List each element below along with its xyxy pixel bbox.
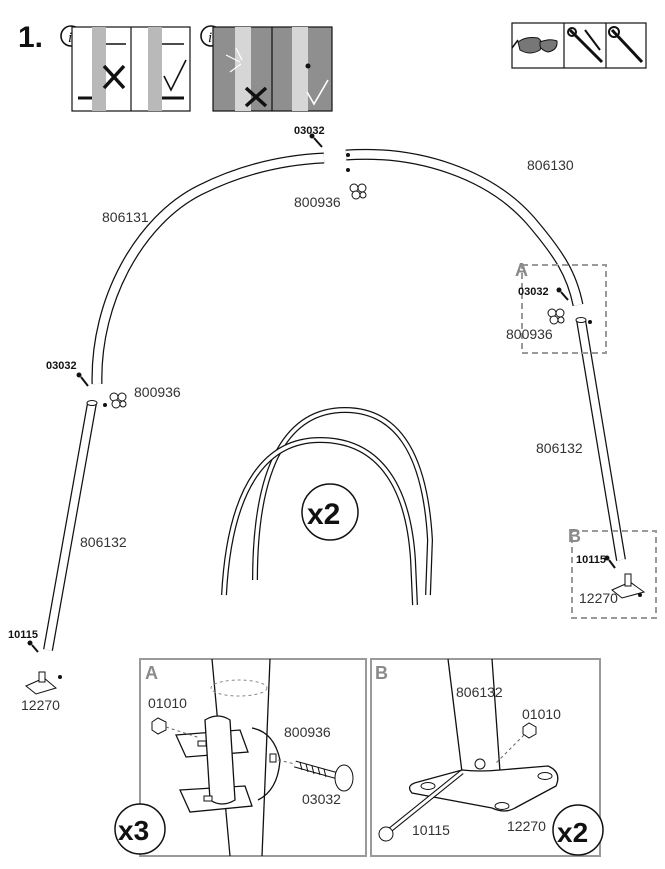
detail-a-clip: 800936 (284, 724, 331, 740)
label-arch-left: 806131 (102, 209, 149, 225)
detail-a-mult: x3 (118, 815, 149, 846)
arch-left-tube (91, 152, 325, 385)
nut-icon (522, 722, 537, 739)
label-arch-right: 806130 (527, 157, 574, 173)
info-panel-pin-orientation: i (60, 25, 191, 112)
detail-b-bolt: 10115 (412, 822, 450, 838)
detail-b-mult-circle (552, 804, 604, 856)
detail-panel-a: A 01010 800936 03032 x3 (114, 658, 367, 857)
foot-plate-icon (408, 765, 559, 812)
callout-label-b: B (568, 526, 581, 546)
multiplier-circle (301, 483, 359, 541)
safety-glasses-icon (511, 37, 558, 54)
clip-icon (349, 183, 367, 200)
callout-box-a (521, 264, 607, 354)
foot-right (604, 555, 646, 599)
label-clip-a: 800936 (506, 326, 553, 342)
correct-mark-icon (306, 79, 329, 106)
label-pin-left: 03032 (46, 360, 77, 372)
detail-a-nut: 01010 (148, 695, 187, 711)
clip-icon (109, 392, 127, 409)
tools-box (511, 22, 647, 69)
label-foot-left: 12270 (21, 697, 60, 713)
spanner-icon (608, 26, 644, 64)
label-pin-a: 03032 (518, 286, 549, 298)
screwdriver-icon (584, 29, 601, 51)
detail-a-label: A (145, 663, 158, 683)
frame-overview: x2 (221, 406, 434, 606)
detail-panel-b: B 806132 01010 10115 12270 x2 (370, 658, 604, 857)
detail-b-mult: x2 (557, 817, 588, 848)
multiplier-center: x2 (307, 498, 340, 531)
detail-a-bolt: 03032 (302, 791, 341, 807)
connection-left (76, 372, 127, 409)
label-pin-top: 03032 (294, 125, 325, 137)
foot-left (25, 640, 62, 695)
nut-icon (151, 717, 167, 735)
label-leg-right: 806132 (536, 440, 583, 456)
wrench-icon (567, 27, 604, 64)
connection-a (547, 287, 592, 325)
info-icon-letter: i (68, 30, 72, 46)
info-icon-letter: i (208, 30, 212, 46)
detail-b-label: B (375, 663, 388, 683)
top-connection (309, 133, 367, 200)
callout-box-b (571, 530, 657, 619)
label-bolt-left: 10115 (8, 629, 38, 641)
clip-icon (547, 308, 565, 325)
wrong-mark-icon (102, 64, 126, 90)
step-number: 1. (18, 21, 43, 54)
label-leg-left: 806132 (80, 534, 127, 550)
info-panel-pin-damage: i (200, 25, 333, 112)
correct-mark-icon (163, 59, 187, 92)
label-foot-b: 12270 (579, 590, 618, 606)
label-clip-top: 800936 (294, 194, 341, 210)
detail-a-mult-circle (114, 803, 166, 855)
detail-b-nut: 01010 (522, 706, 561, 722)
callout-label-a: A (515, 260, 528, 280)
label-clip-left: 800936 (134, 384, 181, 400)
label-bolt-b: 10115 (576, 554, 606, 566)
detail-b-foot: 12270 (507, 818, 546, 834)
detail-b-leg: 806132 (456, 684, 503, 700)
wrong-mark-icon (244, 86, 268, 108)
